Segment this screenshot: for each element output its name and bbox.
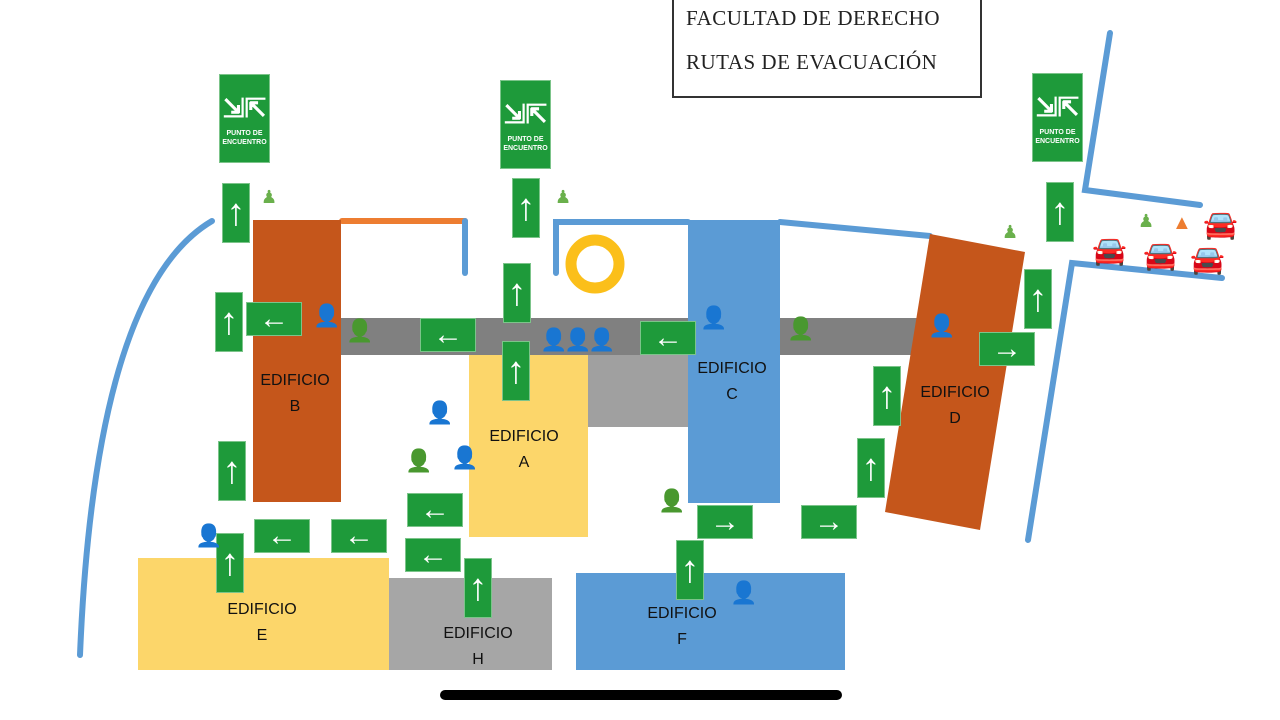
exit-arrow-left-icon: ←	[331, 519, 387, 553]
exit-arrow-right-icon: →	[801, 505, 857, 539]
car-icon: 🚘	[1143, 240, 1178, 271]
exit-arrow-right-icon: →	[697, 505, 753, 539]
meeting-point-text: ENCUENTRO	[222, 138, 267, 146]
meeting-point-text: ENCUENTRO	[1035, 137, 1080, 145]
brigade-guard-icon: ♟	[555, 187, 572, 207]
brigade-guard-icon: ♟	[1002, 222, 1019, 242]
exit-arrow-up-icon: ↑	[503, 263, 531, 323]
map-subtitle: RUTAS DE EVACUACIÓN	[686, 50, 938, 74]
exit-arrow-up-icon: ↑	[512, 178, 540, 238]
exit-arrow-left-icon: ←	[246, 302, 302, 336]
person-icon: 👤	[451, 445, 479, 470]
exit-arrow-up-icon: ↑	[873, 366, 901, 426]
assembly-point-icon: ⇲⇱	[222, 92, 267, 123]
meeting-point-text: PUNTO DE	[1039, 128, 1076, 136]
mountain-icon: ▲	[1172, 212, 1192, 234]
route-line	[553, 219, 691, 276]
exit-arrow-up-icon: ↑	[222, 183, 250, 243]
assembly-point-icon: ⇲⇱	[503, 98, 548, 129]
evacuee-icon: 👤	[787, 316, 815, 341]
person-icon: 👤	[564, 327, 592, 352]
brigade-guard-icon: ♟	[261, 187, 278, 207]
person-icon: 👤	[730, 580, 758, 605]
exit-arrow-up-icon: ↑	[502, 341, 530, 401]
building-c	[688, 220, 780, 503]
person-icon: 👤	[588, 327, 616, 352]
building-e	[138, 558, 389, 670]
car-icon: 🚘	[1092, 235, 1127, 266]
person-icon: 👤	[540, 327, 568, 352]
person-icon: 👤	[700, 305, 728, 330]
meeting-point-text: PUNTO DE	[226, 129, 263, 137]
route-line	[1081, 30, 1203, 208]
building-b	[253, 220, 341, 502]
exit-arrow-left-icon: ←	[640, 321, 696, 355]
assembly-point-icon: ⇲⇱	[1035, 91, 1080, 122]
building-d	[885, 234, 1025, 530]
route-line	[77, 218, 215, 658]
exit-arrow-left-icon: ←	[407, 493, 463, 527]
map-title-box: FACULTAD DE DERECHO RUTAS DE EVACUACIÓN	[672, 0, 982, 98]
building-f	[576, 573, 845, 670]
evacuee-icon: 👤	[346, 318, 374, 343]
person-icon: 👤	[313, 303, 341, 328]
exit-arrow-up-icon: ↑	[215, 292, 243, 352]
map-title: FACULTAD DE DERECHO	[686, 6, 940, 30]
meeting-point-text: PUNTO DE	[507, 135, 544, 143]
exit-arrow-left-icon: ←	[405, 538, 461, 572]
exit-arrow-up-icon: ↑	[676, 540, 704, 600]
exit-arrow-left-icon: ←	[420, 318, 476, 352]
person-icon: 👤	[928, 313, 956, 338]
home-indicator[interactable]	[440, 690, 842, 700]
exit-arrow-up-icon: ↑	[1024, 269, 1052, 329]
exit-arrow-up-icon: ↑	[1046, 182, 1074, 242]
exit-arrow-right-icon: →	[979, 332, 1035, 366]
car-icon: 🚘	[1190, 244, 1225, 275]
ring-marker	[565, 234, 625, 294]
route-line	[1025, 259, 1225, 543]
gray-block	[588, 355, 688, 427]
exit-arrow-up-icon: ↑	[464, 558, 492, 618]
exit-arrow-up-icon: ↑	[216, 533, 244, 593]
evacuee-icon: 👤	[405, 448, 433, 473]
meeting-point-text: ENCUENTRO	[503, 144, 548, 152]
car-icon: 🚘	[1203, 209, 1238, 240]
person-icon: 👤	[426, 400, 454, 425]
route-line	[777, 219, 933, 239]
exit-arrow-up-icon: ↑	[857, 438, 885, 498]
exit-arrow-up-icon: ↑	[218, 441, 246, 501]
exit-arrow-left-icon: ←	[254, 519, 310, 553]
brigade-guard-icon: ♟	[1138, 211, 1155, 231]
evacuee-icon: 👤	[658, 488, 686, 513]
person-icon: 👤	[195, 523, 223, 548]
